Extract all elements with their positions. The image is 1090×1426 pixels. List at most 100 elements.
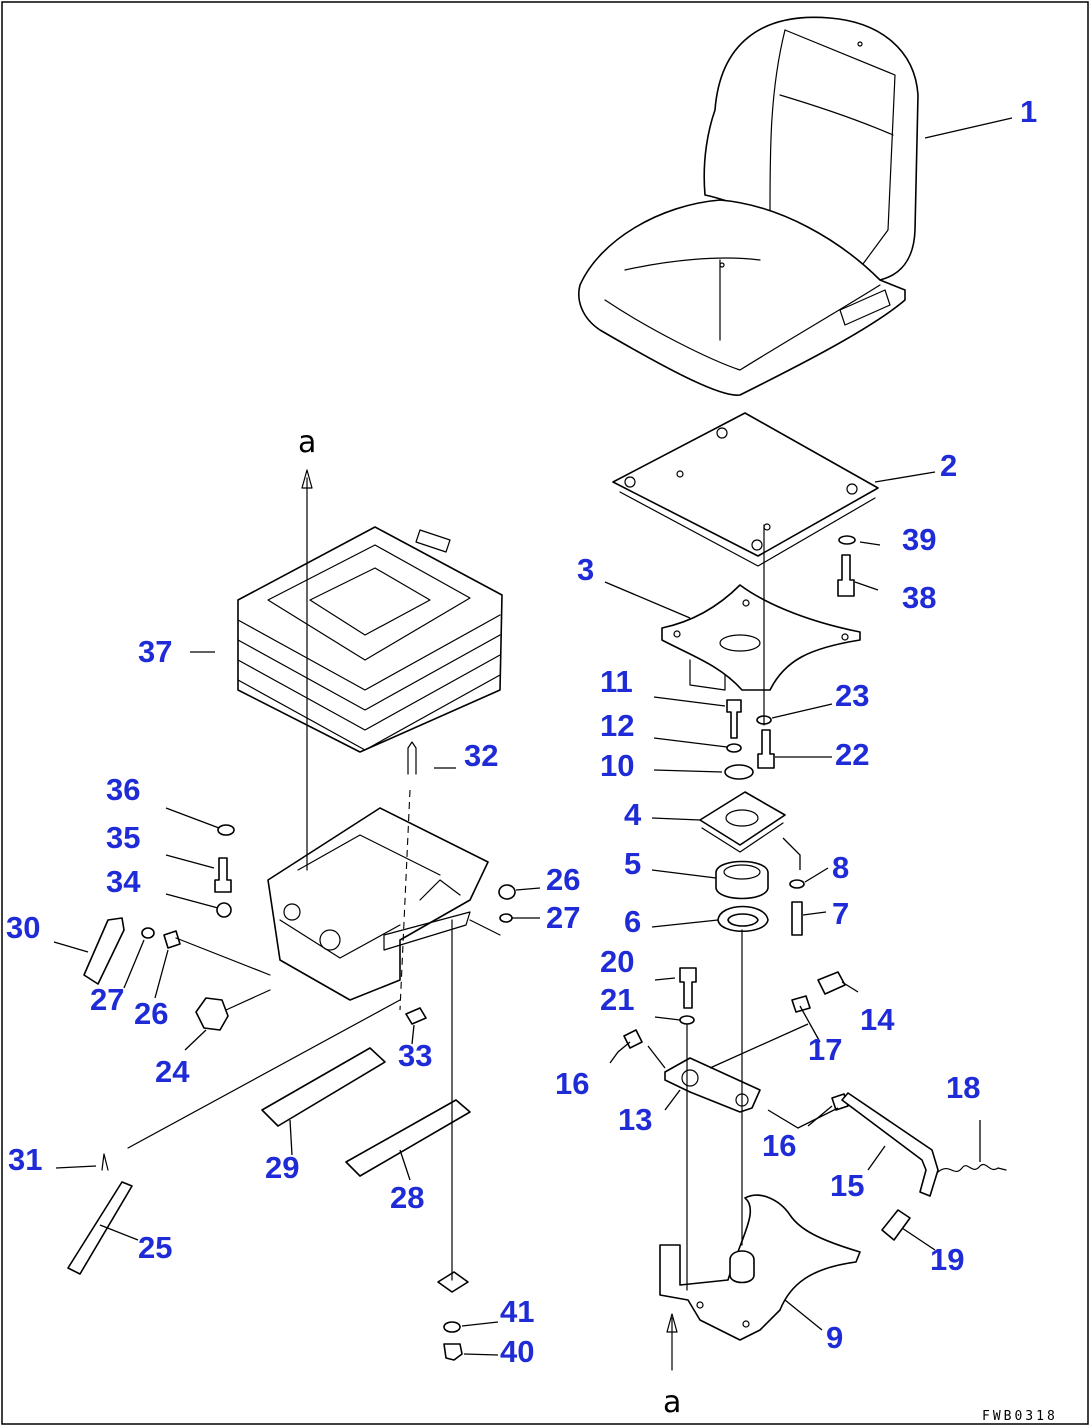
bolt-35-part xyxy=(214,857,232,893)
callout-6: 6 xyxy=(624,904,641,939)
bellows-part xyxy=(237,526,503,753)
damper-30-part xyxy=(83,917,125,985)
bolt-11-part xyxy=(726,699,742,739)
washer-12-part xyxy=(726,743,742,753)
callout-39: 39 xyxy=(902,522,936,557)
assembly-line-27 xyxy=(469,919,501,936)
washer-21-part xyxy=(679,1015,695,1025)
callout-7: 7 xyxy=(832,896,849,931)
nut-40-part xyxy=(443,1343,463,1361)
callout-36: 36 xyxy=(106,772,140,807)
washer-27b-part xyxy=(141,927,155,939)
callout-18: 18 xyxy=(946,1070,980,1105)
nut-26b-part xyxy=(163,930,181,949)
assembly-line-26 xyxy=(175,937,271,976)
callout-33: 33 xyxy=(398,1038,432,1073)
knob-24-part xyxy=(195,989,271,1031)
callout-11: 11 xyxy=(600,664,633,699)
washer-39-part xyxy=(838,535,856,545)
pin-31-part xyxy=(101,1153,109,1171)
callout-16b: 16 xyxy=(762,1128,796,1163)
callout-40: 40 xyxy=(500,1334,534,1369)
washer-8-part xyxy=(789,879,805,889)
reference-mark-top: a xyxy=(298,425,316,460)
callout-38: 38 xyxy=(902,580,936,615)
bearing-flange-part xyxy=(699,791,786,853)
callout-15: 15 xyxy=(830,1168,864,1203)
callout-17: 17 xyxy=(808,1032,842,1067)
lock-bracket-part xyxy=(664,1057,761,1113)
assembly-line-31 xyxy=(127,999,401,1149)
callout-2: 2 xyxy=(940,448,957,483)
arrow-head-a-top xyxy=(301,469,313,489)
bushing-part xyxy=(715,860,769,900)
callout-29: 29 xyxy=(265,1150,299,1185)
washer-10-part xyxy=(724,764,754,780)
nut-26a-part xyxy=(498,884,516,900)
pin-33-part xyxy=(405,1007,427,1025)
callout-28: 28 xyxy=(390,1180,424,1215)
bolt-38-part xyxy=(837,554,855,597)
seat-plate-part xyxy=(612,412,879,567)
callout-8: 8 xyxy=(832,850,849,885)
stud-34-part xyxy=(216,902,232,918)
bottom-pad-part xyxy=(437,1271,469,1293)
callout-10: 10 xyxy=(600,748,634,783)
callout-31: 31 xyxy=(8,1142,42,1177)
callout-37: 37 xyxy=(138,634,172,669)
suspension-frame-part xyxy=(267,807,489,1001)
drawing-code: FWB0318 xyxy=(982,1409,1058,1424)
pin-part xyxy=(791,901,803,936)
callout-27a: 27 xyxy=(546,900,580,935)
callout-26b: 26 xyxy=(134,996,168,1031)
seat-part xyxy=(578,16,919,396)
rod-32-part xyxy=(407,741,417,775)
bolt-22-part xyxy=(757,729,775,769)
callout-21: 21 xyxy=(600,982,634,1017)
callout-16a: 16 xyxy=(555,1066,589,1101)
lever-15-part xyxy=(841,1092,939,1197)
spring-18-part xyxy=(937,1164,1007,1173)
callout-20: 20 xyxy=(600,944,634,979)
callout-13: 13 xyxy=(618,1102,652,1137)
callout-12: 12 xyxy=(600,708,634,743)
callout-1: 1 xyxy=(1020,94,1037,129)
callout-30: 30 xyxy=(6,910,40,945)
bottom-bracket-part xyxy=(659,1194,861,1341)
arrow-head-a-bottom xyxy=(666,1313,678,1333)
rail-29-part xyxy=(261,1047,386,1127)
callout-27b: 27 xyxy=(90,982,124,1017)
callout-5: 5 xyxy=(624,846,641,881)
callout-22: 22 xyxy=(835,737,869,772)
callout-32: 32 xyxy=(464,738,498,773)
callout-3: 3 xyxy=(577,552,594,587)
rail-28-part xyxy=(345,1099,471,1177)
callout-41: 41 xyxy=(500,1294,534,1329)
callout-14: 14 xyxy=(860,1002,895,1037)
swivel-bracket-part xyxy=(661,584,861,691)
leader-lines xyxy=(53,117,1013,1356)
callout-labels: 1 2 3 4 5 6 7 8 9 10 11 12 13 14 15 16 1… xyxy=(6,94,1037,1369)
pin-17-part xyxy=(791,995,811,1013)
callout-23: 23 xyxy=(835,678,869,713)
callout-19: 19 xyxy=(930,1242,964,1277)
cap-14-part xyxy=(817,971,846,995)
callout-4: 4 xyxy=(624,797,642,832)
washer-27a-part xyxy=(499,913,513,923)
reference-mark-bottom: a xyxy=(663,1385,681,1420)
washer-36-part xyxy=(217,824,235,836)
callout-24: 24 xyxy=(155,1054,190,1089)
callout-9: 9 xyxy=(826,1320,843,1355)
callout-35: 35 xyxy=(106,820,140,855)
callout-26a: 26 xyxy=(546,862,580,897)
bolt-20-part xyxy=(679,967,697,1009)
assembly-line-32 xyxy=(399,789,411,1011)
gas-spring-25-part xyxy=(67,1181,133,1275)
grip-19-part xyxy=(881,1209,911,1241)
callout-25: 25 xyxy=(138,1230,172,1265)
snap-ring-part xyxy=(717,905,769,932)
callout-34: 34 xyxy=(106,864,141,899)
washer-41-part xyxy=(443,1321,461,1333)
